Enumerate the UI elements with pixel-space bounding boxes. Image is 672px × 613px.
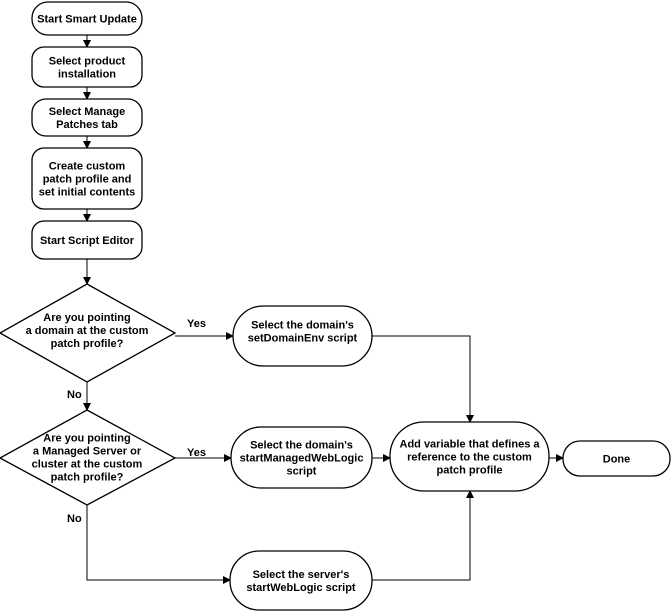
edge-label-yes: Yes: [187, 318, 206, 330]
node-label-line: installation: [58, 69, 116, 81]
node-done: Done: [562, 440, 671, 477]
node-label-line: Are you pointing: [43, 433, 130, 445]
connectors: [83, 35, 564, 584]
node-start-smart-update: Start Smart Update: [31, 1, 143, 36]
node-label-line: startManagedWebLogic: [240, 453, 364, 465]
node-label-line: script: [287, 466, 317, 478]
node-label-line: Select the domain's: [251, 320, 354, 332]
node-label-line: Are you pointing: [43, 312, 130, 324]
node-label-line: Select the domain's: [250, 440, 353, 452]
node-label-line: set initial contents: [39, 187, 136, 199]
node-label-line: a Managed Server or: [33, 446, 142, 458]
node-label-line: patch profile?: [51, 338, 124, 350]
node-label-line: reference to the custom: [407, 452, 532, 464]
edge-label-no: No: [67, 513, 82, 525]
node-label-line: setDomainEnv script: [248, 333, 358, 345]
node-label-line: Done: [603, 454, 631, 466]
node-label: Start Smart Update: [37, 14, 137, 26]
node-label-line: patch profile: [436, 465, 502, 477]
node-label-line: startWebLogic script: [246, 582, 356, 594]
node-label-line: Create custom: [49, 161, 126, 173]
edge-server-weblogic-to-add-variable: [372, 490, 474, 581]
edge-label-no: No: [67, 389, 82, 401]
node-label: Done: [603, 454, 631, 466]
node-label-line: Patches tab: [56, 119, 118, 131]
node-label-line: patch profile and: [43, 174, 132, 186]
node-label: Start Script Editor: [40, 235, 135, 247]
node-label-line: a domain at the custom: [26, 325, 149, 337]
node-label-line: Select Manage: [49, 106, 125, 118]
node-label-line: patch profile?: [51, 472, 124, 484]
edge-label-yes: Yes: [187, 447, 206, 459]
edge-domain-env-to-add-variable: [372, 335, 474, 423]
node-label-line: Start Smart Update: [37, 14, 137, 26]
node-label-line: cluster at the custom: [32, 459, 143, 471]
edge-no-to-server-weblogic: [86, 505, 231, 584]
node-label-line: Add variable that defines a: [400, 439, 541, 451]
node-label-line: Select product: [49, 56, 126, 68]
node-start-script-editor: Start Script Editor: [31, 220, 143, 260]
node-label-line: Select the server's: [253, 569, 350, 581]
node-label-line: Start Script Editor: [40, 235, 135, 247]
